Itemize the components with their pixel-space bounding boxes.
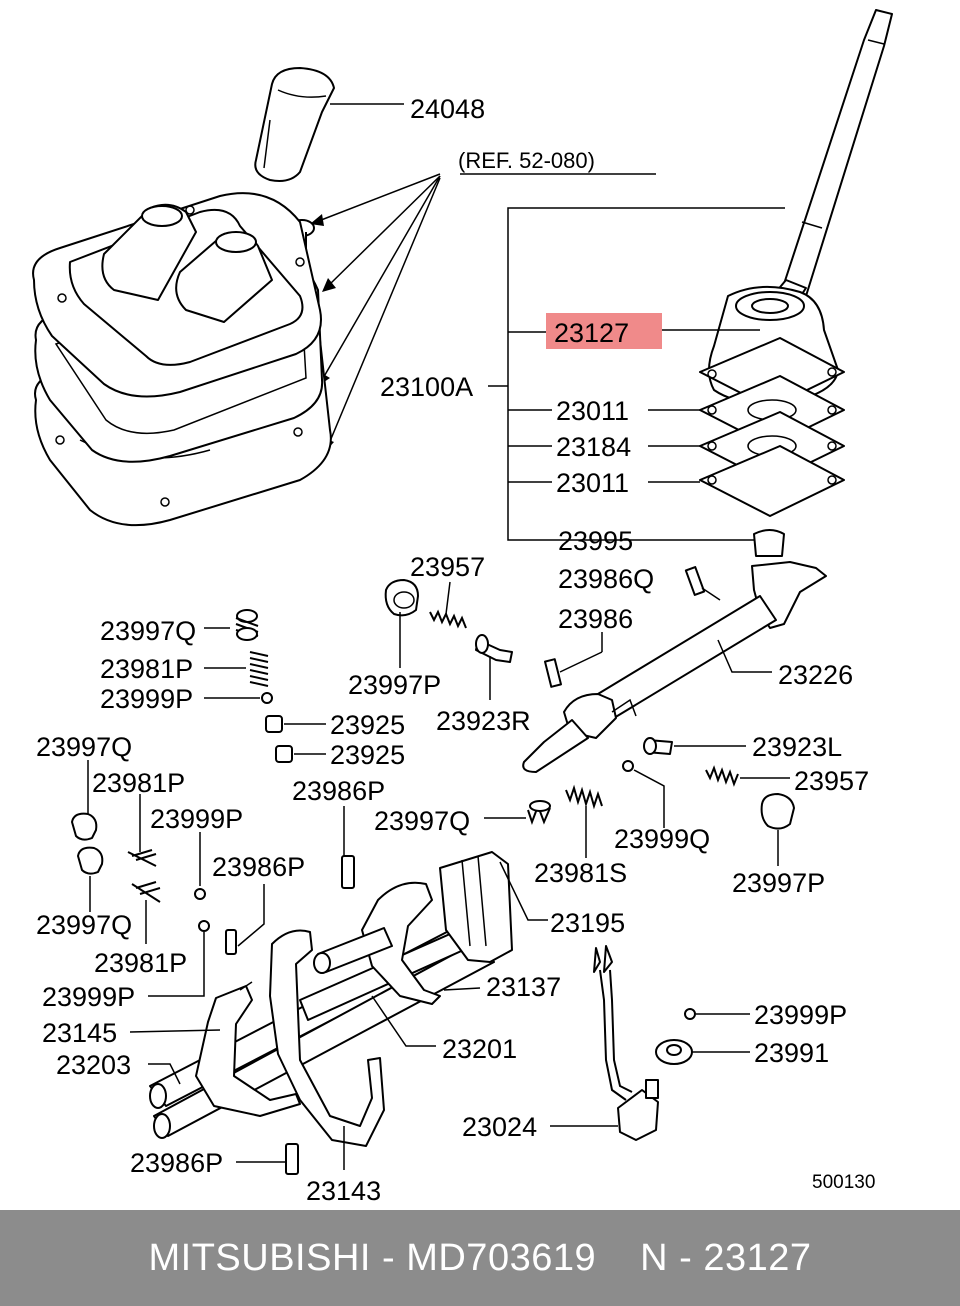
label-23203: 23203 [56, 1050, 131, 1080]
drawing-code: 500130 [812, 1172, 875, 1193]
label-23999P-right: 23999P [754, 1000, 847, 1030]
label-23997P-right: 23997P [732, 868, 825, 898]
label-23999P-top: 23999P [100, 684, 193, 714]
label-23991: 23991 [754, 1038, 829, 1068]
label-23986: 23986 [558, 604, 633, 634]
label-23226: 23226 [778, 660, 853, 690]
label-23145: 23145 [42, 1018, 117, 1048]
gasket-stack [699, 337, 845, 517]
label-23957-top: 23957 [410, 552, 485, 582]
label-23925-b: 23925 [330, 740, 405, 770]
highlight-box [546, 313, 662, 349]
label-23997P-top: 23997P [348, 670, 441, 700]
label-23997Q-left-1: 23997Q [36, 732, 132, 762]
shift-lever [775, 9, 893, 301]
label-23986Q: 23986Q [558, 564, 654, 594]
label-23184: 23184 [556, 432, 631, 462]
label-23981P-left-2: 23981P [94, 948, 187, 978]
label-23195: 23195 [550, 908, 625, 938]
label-23137: 23137 [486, 972, 561, 1002]
label-23925-a: 23925 [330, 710, 405, 740]
label-23986P-mid: 23986P [292, 776, 385, 806]
shift-knob [254, 67, 335, 182]
label-24048: 24048 [410, 94, 485, 124]
label-23999P-left-1: 23999P [150, 804, 243, 834]
reference-label: (REF. 52-080) [458, 148, 595, 173]
label-23999P-left-2: 23999P [42, 982, 135, 1012]
label-23997Q-top: 23997Q [100, 616, 196, 646]
parts-diagram: 24048 (REF. 52-080) 23127 23100A 23011 2… [32, 9, 893, 1206]
selector-shaft [522, 529, 827, 773]
label-23957-right: 23957 [794, 766, 869, 796]
shift-forks [149, 851, 513, 1175]
label-23127: 23127 [554, 318, 629, 348]
label-23201: 23201 [442, 1034, 517, 1064]
label-23100A: 23100A [380, 372, 473, 402]
label-23999Q: 23999Q [614, 824, 710, 854]
label-23981P-left-1: 23981P [92, 768, 185, 798]
label-23986P-left-2: 23986P [212, 852, 305, 882]
shift-boot-assembly [32, 192, 332, 527]
label-23923L: 23923L [752, 732, 842, 762]
footer-brand-part-number: MITSUBISHI - MD703619 [148, 1236, 597, 1279]
label-23997Q-mid: 23997Q [374, 806, 470, 836]
label-23011-top: 23011 [556, 396, 629, 426]
footer-bar: MITSUBISHI - MD703619 N - 23127 [0, 1210, 960, 1306]
washer [655, 1039, 693, 1065]
label-23923R: 23923R [436, 706, 531, 736]
label-23981P-top: 23981P [100, 654, 193, 684]
switch [593, 945, 659, 1141]
label-23995: 23995 [558, 526, 633, 556]
label-23024: 23024 [462, 1112, 537, 1142]
small-parts-top [71, 566, 795, 997]
label-23997Q-left-2: 23997Q [36, 910, 132, 940]
label-23143: 23143 [306, 1176, 381, 1206]
footer-diagram-number: N - 23127 [640, 1236, 812, 1279]
label-23011-bottom: 23011 [556, 468, 629, 498]
label-23986P-bottom: 23986P [130, 1148, 223, 1178]
label-23981S: 23981S [534, 858, 627, 888]
